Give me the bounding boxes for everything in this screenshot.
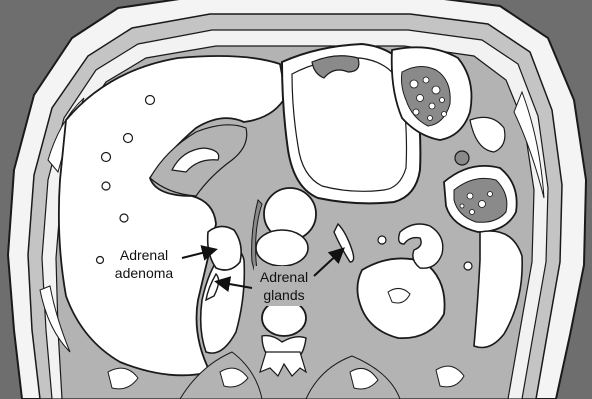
adrenal-glands-label-line2: glands — [263, 287, 304, 303]
liver-vessel — [102, 153, 111, 162]
liver-vessel — [102, 182, 110, 190]
adrenal-adenoma-label-line1: Adrenal — [120, 247, 168, 263]
adrenal-adenoma — [208, 226, 241, 270]
liver-vessel — [97, 257, 104, 264]
mesenteric-vessel — [464, 262, 472, 270]
liver-vessel — [120, 214, 128, 222]
small-vessel — [455, 151, 469, 165]
liver-vessel — [146, 96, 155, 105]
inferior-vena-cava — [256, 230, 308, 266]
adrenal-glands-label-line1: Adrenal — [260, 269, 308, 285]
mesenteric-vessel — [378, 236, 386, 244]
adrenal-adenoma-label-line2: adenoma — [115, 265, 174, 281]
liver-vessel — [124, 134, 133, 143]
